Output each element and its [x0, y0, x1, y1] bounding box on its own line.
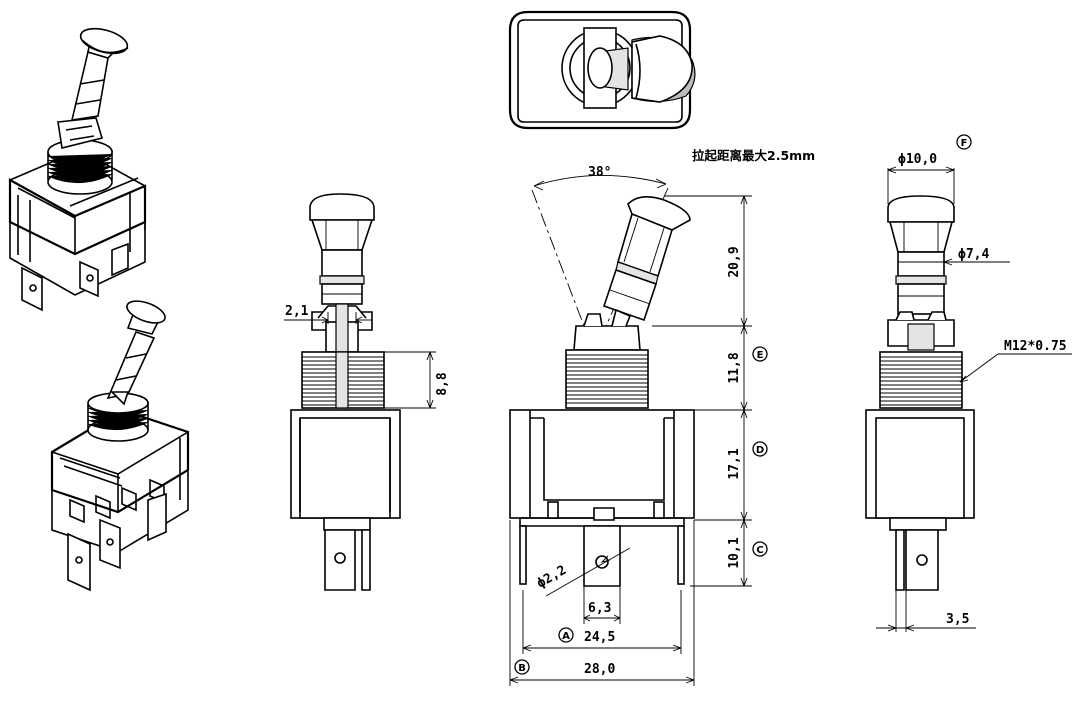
note-pull-distance: 拉起距离最大2.5mm: [692, 148, 815, 163]
marker-b: B: [518, 663, 526, 674]
dim-phi7: ϕ7,4: [958, 247, 989, 262]
dim-3-5: 3,5: [946, 612, 969, 627]
side-view: 2,1 8,8: [284, 193, 450, 591]
right-view: ϕ10,0 F ϕ7,4 M12*0.75: [865, 134, 1072, 632]
dim-8-8: 8,8: [435, 372, 450, 396]
dim-28-0: 28,0: [584, 662, 615, 677]
dim-phi10: ϕ10,0: [898, 152, 937, 167]
angle-label: 38°: [588, 165, 611, 180]
dim-24-5: 24,5: [584, 630, 615, 645]
dim-hole-diameter: ϕ2,2: [535, 563, 570, 592]
marker-c: C: [756, 545, 763, 556]
dim-2-1: 2,1: [285, 304, 309, 319]
dim-17-1: 17,1: [727, 448, 742, 479]
marker-a: A: [562, 631, 570, 642]
isometric-view-tilted: [50, 300, 190, 592]
dim-6-3: 6,3: [588, 601, 611, 616]
front-view: 38°: [509, 165, 768, 686]
marker-d: D: [756, 445, 764, 456]
marker-e: E: [757, 350, 764, 361]
dim-thread: M12*0.75: [1004, 339, 1067, 354]
dim-11-8: 11,8: [727, 352, 742, 383]
dim-10-1: 10,1: [727, 537, 742, 568]
top-view: [508, 10, 696, 130]
isometric-view-upright: [8, 27, 147, 312]
dim-20-9: 20,9: [727, 246, 742, 277]
marker-f: F: [961, 138, 968, 149]
